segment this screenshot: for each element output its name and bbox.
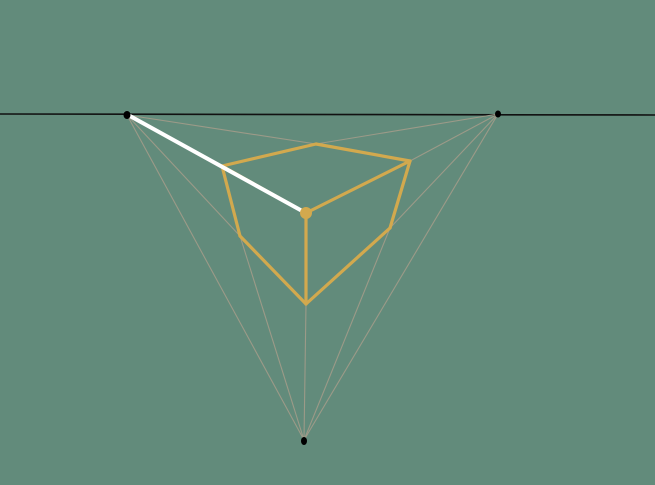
front-corner-handle[interactable] xyxy=(300,207,312,219)
vanishing-point-bottom[interactable] xyxy=(301,437,307,445)
guide-lines xyxy=(126,113,499,441)
vanishing-point-right[interactable] xyxy=(495,110,501,118)
guide-line xyxy=(303,227,391,441)
selected-guide-line[interactable] xyxy=(128,114,306,214)
vanishing-point-left[interactable] xyxy=(123,111,131,119)
guide-line xyxy=(303,113,499,441)
cube-edge xyxy=(238,234,308,306)
guide-line xyxy=(126,114,241,237)
guide-line xyxy=(126,114,305,441)
guide-line xyxy=(126,114,317,145)
cube[interactable] xyxy=(220,142,412,306)
horizon-line xyxy=(0,113,655,116)
guide-line xyxy=(389,113,499,229)
cube-edge xyxy=(220,142,318,168)
cube-edge xyxy=(304,226,392,306)
cube-edge xyxy=(304,159,412,215)
cube-edge xyxy=(388,159,412,230)
cube-edge xyxy=(314,142,412,163)
guide-line xyxy=(239,235,305,441)
guide-line xyxy=(315,113,499,145)
guide-line xyxy=(303,303,307,441)
vanishing-points xyxy=(123,110,501,445)
guide-line xyxy=(409,113,499,162)
cube-edge xyxy=(220,164,242,238)
